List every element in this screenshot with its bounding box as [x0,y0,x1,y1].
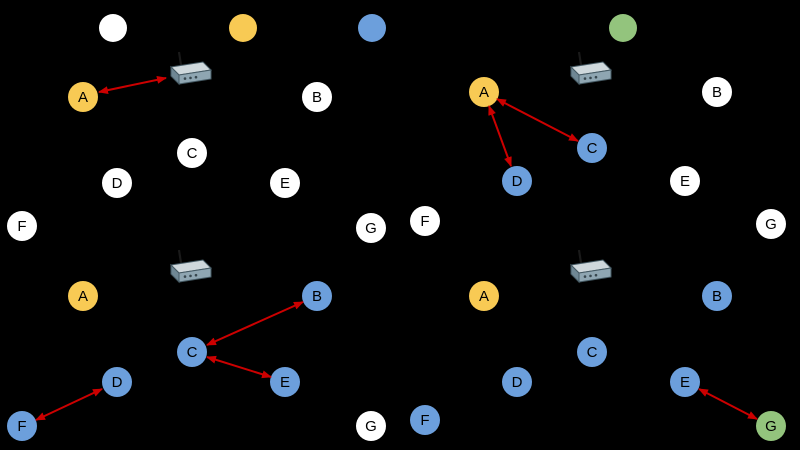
router-bottom-right [567,248,613,293]
node-top-right-E: E [670,166,700,196]
arrow-top-left-A-to-router [98,75,167,95]
router-top-left [167,50,213,95]
node-top-right-A: A [469,77,499,107]
node-top-left-G: G [356,213,386,243]
node-bottom-right-D: D [502,367,532,397]
node-top-right-C: C [577,133,607,163]
legend-dot-white [99,14,127,42]
node-bottom-right-C: C [577,337,607,367]
node-bottom-right-F: F [410,405,440,435]
router-bottom-left [167,248,213,293]
node-top-right-G: G [756,209,786,239]
node-top-right-F: F [410,206,440,236]
node-top-left-F: F [7,211,37,241]
arrow-bottom-left-C-to-E [206,355,272,379]
node-bottom-left-A: A [68,281,98,311]
legend-dot-green [609,14,637,42]
node-bottom-left-C: C [177,337,207,367]
node-top-left-B: B [302,82,332,112]
node-bottom-left-F: F [7,411,37,441]
node-top-left-D: D [102,168,132,198]
node-top-right-D: D [502,166,532,196]
router-top-right [567,50,613,95]
legend-dot-blue [358,14,386,42]
node-bottom-left-B: B [302,281,332,311]
node-top-right-B: B [702,77,732,107]
node-bottom-left-G: G [356,411,386,441]
node-bottom-right-A: A [469,281,499,311]
arrow-bottom-left-B-to-C [206,301,304,346]
node-bottom-left-E: E [270,367,300,397]
arrow-top-right-A-to-C [496,98,579,142]
wireless-router-icon [169,51,213,86]
node-bottom-right-G: G [756,411,786,441]
node-top-left-C: C [177,138,207,168]
node-bottom-right-E: E [670,367,700,397]
wireless-router-icon [569,51,613,86]
wireless-router-icon [169,249,213,284]
arrow-bottom-left-D-to-F [35,388,103,421]
node-bottom-right-B: B [702,281,732,311]
wireless-router-icon [569,249,613,284]
arrow-top-right-A-to-D [488,105,512,167]
node-bottom-left-D: D [102,367,132,397]
arrow-bottom-right-E-to-G [698,388,758,420]
legend-dot-yellow [229,14,257,42]
node-top-left-E: E [270,168,300,198]
node-top-left-A: A [68,82,98,112]
